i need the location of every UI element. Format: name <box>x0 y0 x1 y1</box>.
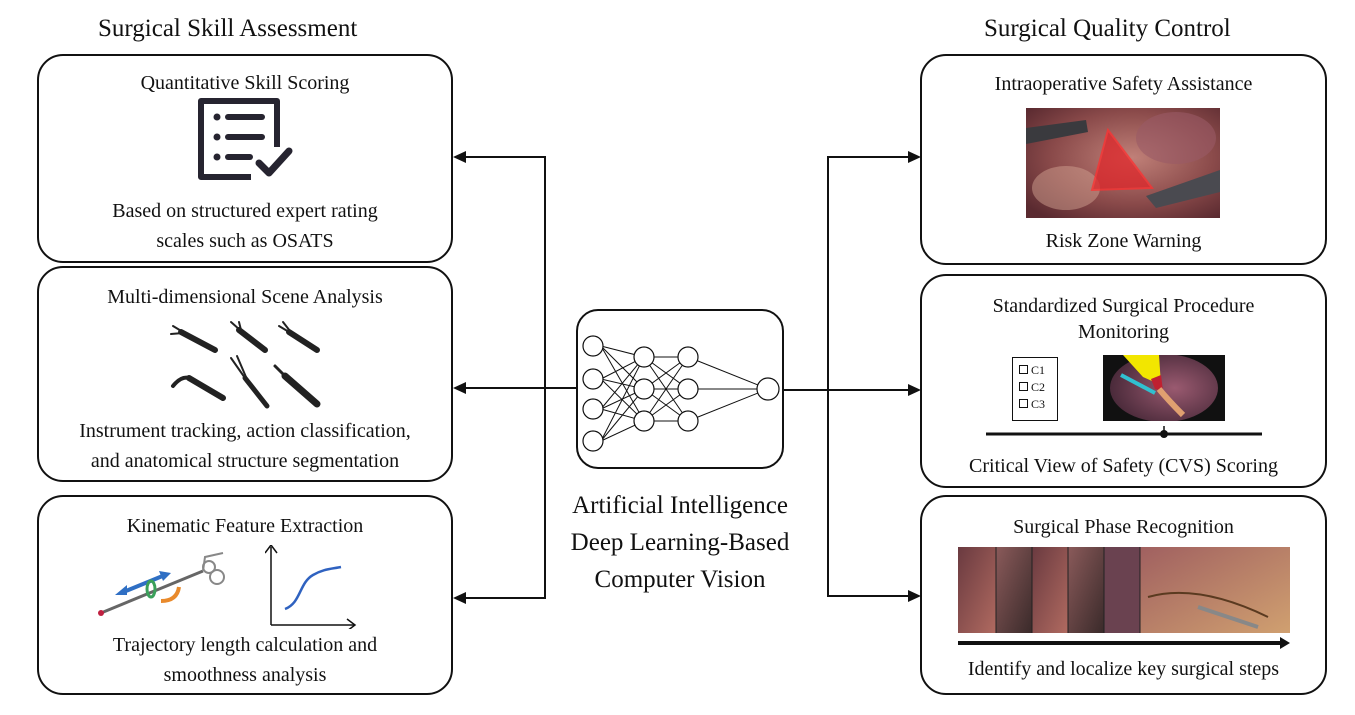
arrowhead <box>908 590 921 602</box>
neural-network-box <box>576 309 784 469</box>
box-description: Based on structured expert rating scales… <box>39 196 451 256</box>
checklist-label: C2 <box>1031 380 1046 394</box>
box-title-line: Standardized Surgical Procedure <box>992 295 1255 317</box>
phase-recognition-box: Surgical Phase Recognition Identify and … <box>920 495 1327 695</box>
trajectory-curve-chart <box>265 545 357 629</box>
cvs-scoring-timeline <box>986 426 1262 438</box>
box-title-line: Monitoring <box>1077 321 1170 343</box>
box-title: Kinematic Feature Extraction <box>126 515 364 537</box>
arrowhead <box>908 384 921 396</box>
checklist-icon <box>198 98 293 180</box>
surgical-instruments-image <box>170 321 321 409</box>
box-description-line: Instrument tracking, action classificati… <box>79 420 411 442</box>
neural-network-icon <box>582 335 780 452</box>
arrowhead <box>453 151 466 163</box>
checklist-label: C3 <box>1031 397 1046 411</box>
box-description: Risk Zone Warning <box>1045 230 1202 252</box>
kinematic-feature-box: Kinematic Feature Extraction Trajectory … <box>37 495 453 695</box>
cvs-image <box>1103 355 1225 421</box>
arrowhead <box>453 382 466 394</box>
box-title: Standardized Surgical Procedure Monitori… <box>922 293 1325 345</box>
box-description: Instrument tracking, action classificati… <box>39 416 451 476</box>
checklist-item: C1 <box>1013 362 1057 379</box>
center-caption-line: Artificial Intelligence <box>572 492 788 519</box>
scene-analysis-box: Multi-dimensional Scene Analysis Instrum… <box>37 266 453 482</box>
arrowhead <box>908 151 921 163</box>
box-title: Surgical Phase Recognition <box>1013 516 1234 538</box>
box-title: Intraoperative Safety Assistance <box>994 73 1253 95</box>
box-description-line: and anatomical structure segmentation <box>90 450 400 472</box>
phase-timeline-image <box>958 547 1290 649</box>
arrow-to-skill-scoring <box>464 156 576 389</box>
center-caption-line: Computer Vision <box>594 566 766 593</box>
checklist-item: C3 <box>1013 396 1057 413</box>
arrow-to-safety-assistance <box>784 156 910 391</box>
checklist-label: C1 <box>1031 363 1046 377</box>
checklist-item: C2 <box>1013 379 1057 396</box>
checkbox-icon <box>1019 399 1028 408</box>
checkbox-icon <box>1019 365 1028 374</box>
box-description-line: Based on structured expert rating <box>112 200 378 222</box>
cvs-checklist: C1 C2 C3 <box>1012 357 1058 421</box>
box-title: Multi-dimensional Scene Analysis <box>107 286 383 308</box>
right-section-title: Surgical Quality Control <box>984 15 1231 42</box>
box-title: Quantitative Skill Scoring <box>140 72 350 94</box>
box-description: Trajectory length calculation and smooth… <box>39 630 451 690</box>
arrow-to-kinematic <box>464 388 546 599</box>
center-caption-line: Deep Learning-Based <box>570 529 790 556</box>
box-description-line: smoothness analysis <box>163 664 327 686</box>
arrow-to-phase-recognition <box>827 390 910 597</box>
arrowhead <box>453 592 466 604</box>
intraoperative-safety-box: Intraoperative Safety Assistance Risk Zo… <box>920 54 1327 265</box>
checkbox-icon <box>1019 382 1028 391</box>
quantitative-skill-scoring-box: Quantitative Skill Scoring Based on stru… <box>37 54 453 263</box>
instrument-trajectory-image <box>98 552 225 616</box>
left-section-title: Surgical Skill Assessment <box>98 15 358 42</box>
procedure-monitoring-box: Standardized Surgical Procedure Monitori… <box>920 274 1327 488</box>
box-description: Identify and localize key surgical steps <box>967 658 1280 680</box>
risk-zone-image <box>1026 108 1220 218</box>
center-caption: Artificial Intelligence Deep Learning-Ba… <box>555 487 805 598</box>
box-description-line: Trajectory length calculation and <box>112 634 378 656</box>
box-description-line: scales such as OSATS <box>156 230 334 252</box>
box-description: Critical View of Safety (CVS) Scoring <box>969 455 1278 477</box>
